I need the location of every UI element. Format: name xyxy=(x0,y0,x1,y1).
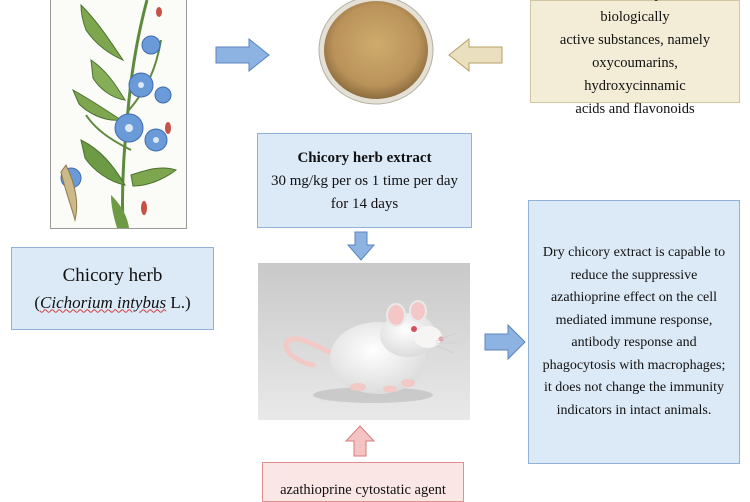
phenolic-line-2: active substances, namely xyxy=(560,29,710,52)
arrow-right-plant-to-powder xyxy=(215,38,270,72)
herb-author: L.) xyxy=(166,293,191,312)
agent-label: azathioprine cytostatic agent xyxy=(280,481,446,499)
result-line-6: phagocytosis with macrophages; xyxy=(543,355,726,378)
azathioprine-agent-box: azathioprine cytostatic agent xyxy=(262,462,464,502)
result-line-7: it does not change the immunity xyxy=(544,377,724,400)
powder-dish-drawing xyxy=(317,0,435,108)
phenolic-line-1: Phenolic complex of biologically xyxy=(541,0,729,29)
result-conclusion-box: Dry chicory extract is capable to reduce… xyxy=(528,200,740,464)
chicory-extract-box: Chicory herb extract 30 mg/kg per os 1 t… xyxy=(257,133,472,228)
herb-name: Chicory herb xyxy=(63,262,163,290)
phenolic-line-4: acids and flavonoids xyxy=(575,98,694,121)
herb-latin-line: (Cichorium intybus L.) xyxy=(34,290,190,316)
extract-dose: 30 mg/kg per os 1 time per day xyxy=(271,170,458,193)
result-line-8: indicators in intact animals. xyxy=(557,400,712,423)
result-line-1: Dry chicory extract is capable to xyxy=(543,242,725,265)
extract-powder-dish xyxy=(317,0,435,108)
arrow-down-extract-to-rat xyxy=(347,231,375,261)
white-rat-photo xyxy=(258,263,470,420)
result-line-2: reduce the suppressive xyxy=(571,265,698,288)
chicory-plant-drawing xyxy=(51,0,186,228)
herb-latin-name: Cichorium intybus xyxy=(40,293,166,312)
arrow-up-agent-to-rat xyxy=(345,425,375,457)
result-line-5: antibody response and xyxy=(571,332,696,355)
rat-drawing xyxy=(258,263,470,420)
extract-duration: for 14 days xyxy=(331,193,399,216)
chicory-plant-illustration xyxy=(50,0,187,229)
extract-title: Chicory herb extract xyxy=(297,146,431,170)
result-line-4: mediated immune response, xyxy=(556,310,713,333)
phenolic-line-3: oxycoumarins, hydroxycinnamic xyxy=(541,52,729,98)
arrow-left-phenolic-to-powder xyxy=(448,38,503,72)
result-line-3: azathioprine effect on the cell xyxy=(551,287,717,310)
arrow-right-rat-to-result xyxy=(484,324,526,360)
phenolic-complex-box: Phenolic complex of biologically active … xyxy=(530,0,740,103)
chicory-herb-box: Chicory herb (Cichorium intybus L.) xyxy=(11,247,214,330)
